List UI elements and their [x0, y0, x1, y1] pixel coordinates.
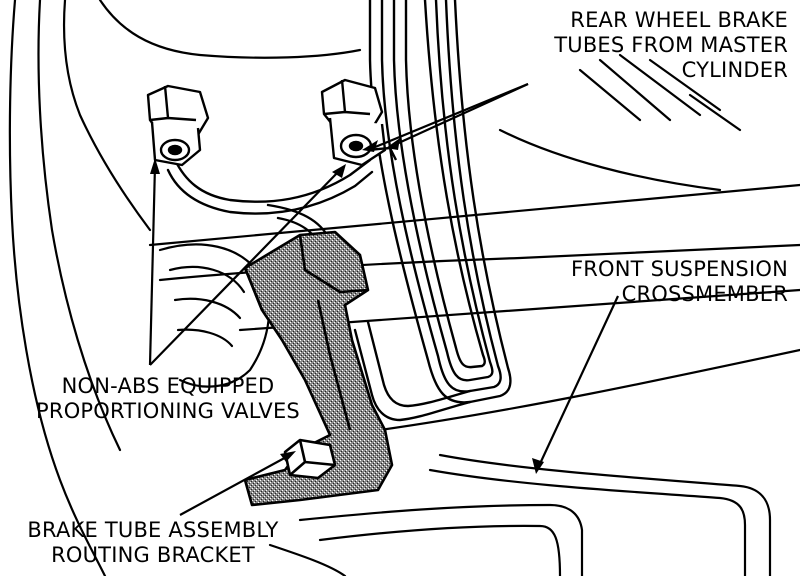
crossmember-bottom-inner: [318, 524, 562, 576]
routing-bracket: [243, 230, 394, 507]
leader-arrowheads: [150, 138, 544, 474]
leader-bracket: [179, 454, 291, 516]
label-bracket-line-2: ROUTING BRACKET: [51, 543, 255, 567]
label-rear-tubes-line-2: TUBES FROM MASTER: [554, 33, 788, 57]
crossmember-front-edge: [438, 453, 772, 576]
leader-lines: [148, 82, 619, 516]
label-crossmember-line-2: CROSSMEMBER: [621, 282, 788, 306]
label-rear-tubes-line-1: REAR WHEEL BRAKE: [570, 8, 788, 32]
label-rear-wheel-brake-tubes: REAR WHEEL BRAKE TUBES FROM MASTER CYLIN…: [498, 8, 788, 83]
label-front-suspension-crossmember: FRONT SUSPENSION CROSSMEMBER: [548, 257, 788, 307]
leader-valve-right: [149, 169, 341, 366]
valve-crossover-tube: [166, 158, 374, 250]
leader-rear-tubes-2: [391, 82, 529, 148]
label-valves-line-1: NON-ABS EQUIPPED: [61, 374, 275, 398]
proportioning-valve-left: [146, 84, 210, 167]
crossmember-front-lip: [428, 468, 747, 576]
label-routing-bracket: BRAKE TUBE ASSEMBLY ROUTING BRACKET: [18, 518, 288, 568]
leader-valve-left: [148, 164, 157, 366]
label-proportioning-valves: NON-ABS EQUIPPED PROPORTIONING VALVES: [18, 374, 318, 424]
crossmember-bottom: [298, 503, 584, 576]
body-contour-mid: [62, 0, 152, 232]
crossmember-left-edge: [268, 543, 347, 576]
label-bracket-line-1: BRAKE TUBE ASSEMBLY: [27, 518, 279, 542]
proportioning-valve-right: [320, 78, 398, 167]
crossmember-floor-line: [378, 348, 800, 432]
label-valves-line-2: PROPORTIONING VALVES: [36, 399, 300, 423]
body-contour-inner: [37, 0, 122, 452]
wheel-housing-top: [98, 0, 362, 59]
label-crossmember-line-1: FRONT SUSPENSION: [570, 257, 788, 281]
body-contour-outer: [8, 0, 107, 576]
rear-brake-tubes: [353, 0, 512, 422]
leader-crossmember: [537, 295, 619, 469]
label-rear-tubes-line-3: CYLINDER: [681, 58, 788, 82]
